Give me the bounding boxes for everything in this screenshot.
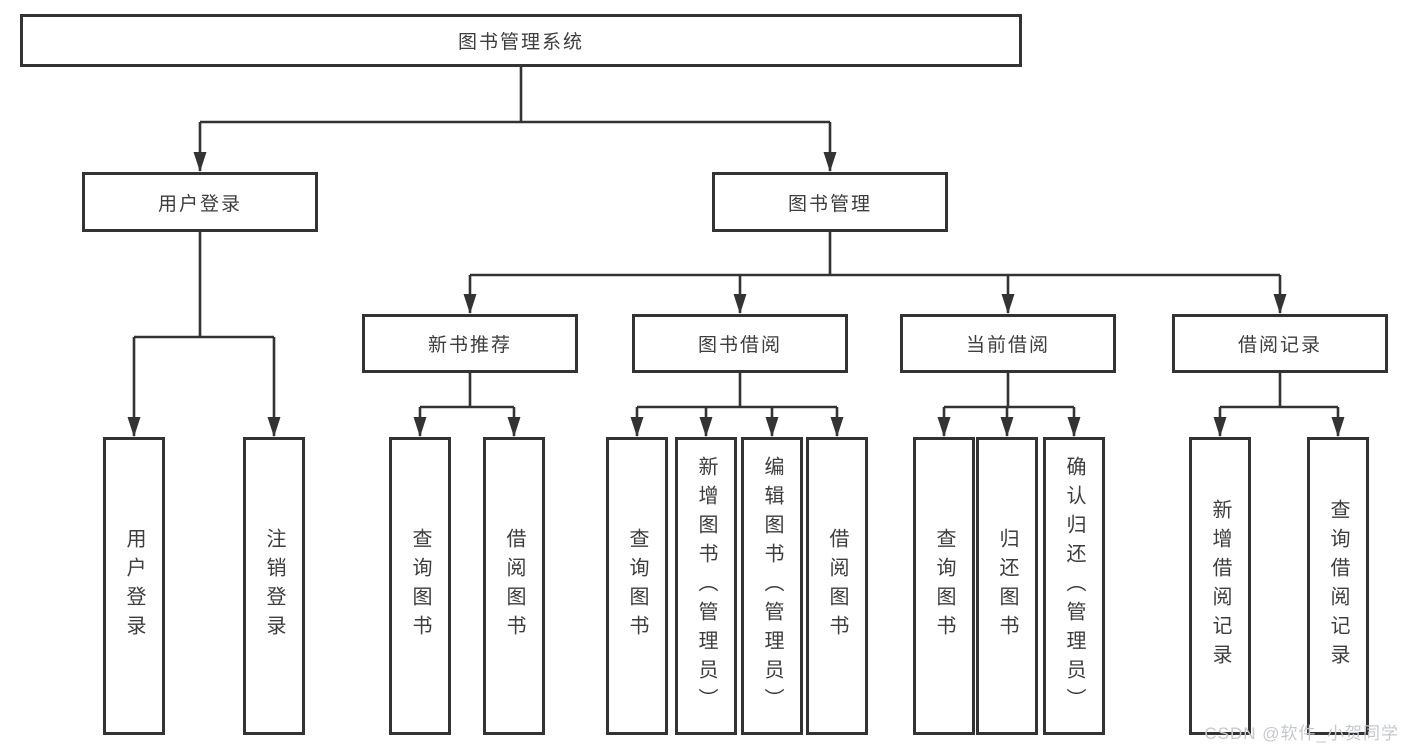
node-root-system: 图书管理系统 [20, 14, 1022, 67]
leaf-current-query-books: 查询图书 [913, 437, 975, 735]
leaf-label: 用户登录 [123, 528, 145, 644]
node-root-label: 图书管理系统 [457, 32, 584, 53]
leaf-borrowing-borrow-books: 借阅图书 [806, 437, 868, 735]
leaf-label: 查询图书 [933, 528, 955, 644]
leaf-borrowing-edit-books-admin: 编辑图书（管理员） [741, 437, 803, 735]
leaf-label: 查询图书 [409, 528, 431, 644]
node-borrowing-records: 借阅记录 [1172, 314, 1388, 373]
leaf-label: 归还图书 [996, 528, 1018, 644]
leaf-records-add-record: 新增借阅记录 [1189, 437, 1251, 735]
node-book-borrowing: 图书借阅 [632, 314, 848, 373]
leaf-logout: 注销登录 [243, 437, 305, 735]
leaf-label: 新增借阅记录 [1209, 499, 1231, 673]
leaf-records-query-record: 查询借阅记录 [1307, 437, 1369, 735]
node-book-management-section: 图书管理 [712, 172, 948, 232]
csdn-watermark: CSDN @软件_小贺同学 [1204, 724, 1399, 743]
leaf-user-login: 用户登录 [103, 437, 165, 735]
node-label: 当前借阅 [965, 335, 1050, 356]
node-label: 图书管理 [787, 193, 872, 215]
node-current-borrowing: 当前借阅 [900, 314, 1116, 373]
leaf-borrowing-query-books: 查询图书 [606, 437, 668, 735]
leaf-label: 新增图书（管理员） [695, 455, 717, 717]
node-label: 借阅记录 [1237, 335, 1322, 356]
leaf-label: 借阅图书 [826, 528, 848, 644]
node-label: 新书推荐 [427, 335, 512, 356]
node-new-book-recommendation: 新书推荐 [362, 314, 578, 373]
leaf-label: 查询图书 [626, 528, 648, 644]
leaf-current-confirm-return-admin: 确认归还（管理员） [1043, 437, 1105, 735]
leaf-label: 借阅图书 [503, 528, 525, 644]
leaf-label: 查询借阅记录 [1327, 499, 1349, 673]
leaf-borrowing-add-books-admin: 新增图书（管理员） [675, 437, 737, 735]
leaf-label: 注销登录 [263, 528, 285, 644]
leaf-label: 确认归还（管理员） [1063, 455, 1085, 717]
leaf-current-return-books: 归还图书 [976, 437, 1038, 735]
node-label: 图书借阅 [697, 335, 782, 356]
leaf-label: 编辑图书（管理员） [761, 455, 783, 717]
leaf-newbooks-query-books: 查询图书 [389, 437, 451, 735]
leaf-newbooks-borrow-books: 借阅图书 [483, 437, 545, 735]
node-user-login-section: 用户登录 [82, 172, 318, 232]
node-label: 用户登录 [157, 193, 242, 215]
